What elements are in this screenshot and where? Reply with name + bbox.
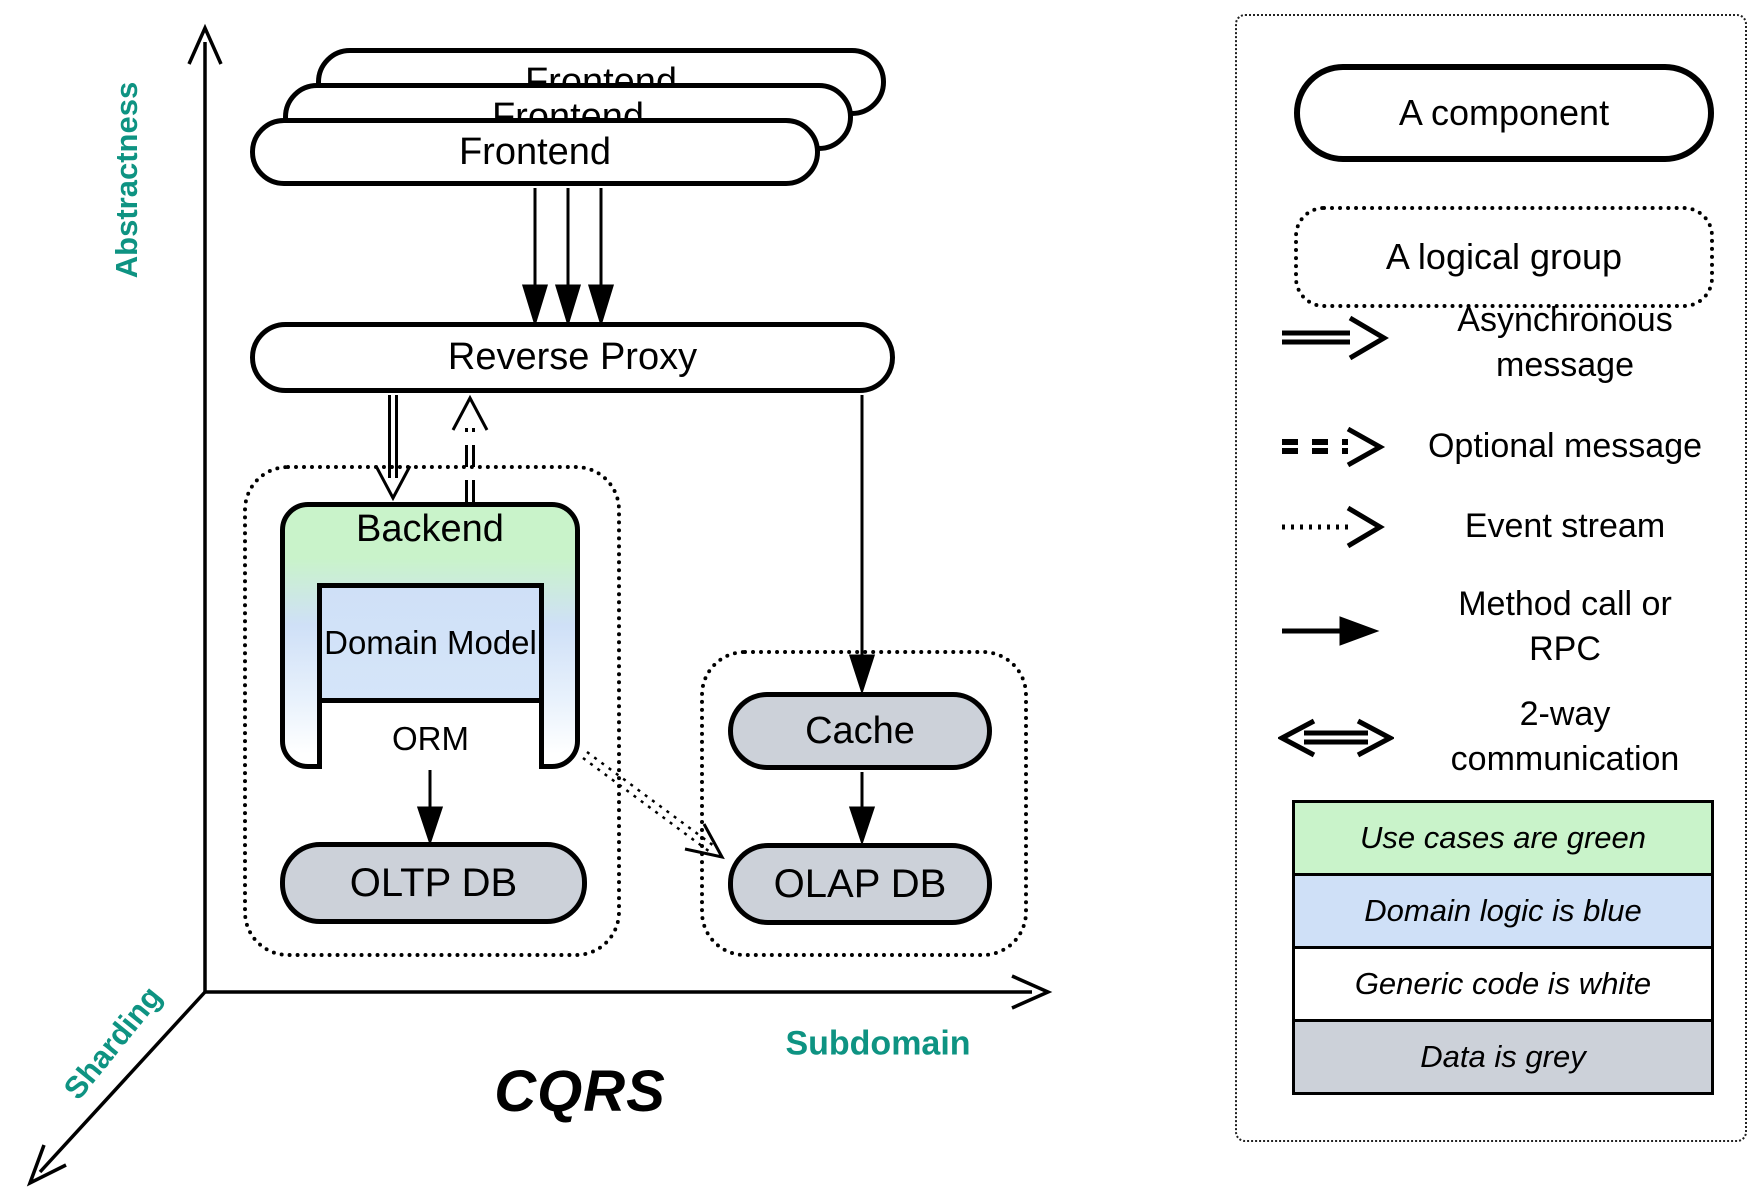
legend-component-label: A component [1398, 92, 1610, 133]
legend-two-way-label: 2-way communication [1450, 695, 1680, 778]
legend-async-label: Asynchronous message [1457, 301, 1673, 384]
proxy-to-cache-arrow [848, 395, 876, 695]
async-arrow-icon [1282, 315, 1389, 361]
backend-inner-box: Domain Model ORM [317, 583, 544, 774]
event-stream-arrow-icon [1282, 505, 1385, 549]
abstractness-axis-label: Abstractness [109, 81, 144, 279]
orm-label: ORM [392, 719, 469, 757]
legend-color-row-grey: Data is grey [1292, 1019, 1714, 1095]
olap-db-label: OLAP DB [773, 861, 947, 906]
orm-node: ORM [322, 698, 539, 774]
legend-color-row-white: Generic code is white [1292, 946, 1714, 1022]
backend-logical-group [243, 465, 621, 957]
olap-db-node: OLAP DB [728, 843, 992, 925]
legend-event-stream-label: Event stream [1464, 507, 1666, 545]
legend-logical-group-sample: A logical group [1294, 206, 1714, 308]
legend-method-call-label: Method call or RPC [1458, 585, 1672, 668]
sharding-axis-label: Sharding [56, 979, 169, 1106]
cache-label: Cache [805, 709, 915, 752]
legend-panel [1235, 14, 1747, 1142]
method-call-arrow-icon [1282, 616, 1380, 646]
legend-logical-group-label: A logical group [1385, 236, 1623, 277]
legend-color-row-green: Use cases are green [1292, 800, 1714, 876]
two-way-arrow-icon [1278, 718, 1394, 758]
subdomain-axis [205, 974, 1053, 1010]
cache-node: Cache [728, 692, 992, 770]
oltp-db-node: OLTP DB [280, 842, 587, 924]
domain-model-label: Domain Model [324, 623, 537, 661]
domain-model-node: Domain Model [322, 588, 539, 698]
legend-optional-label: Optional message [1427, 427, 1703, 465]
frontend-to-proxy-arrows [521, 188, 615, 328]
legend-component-sample: A component [1294, 64, 1714, 162]
reverse-proxy-label: Reverse Proxy [447, 336, 698, 378]
subdomain-axis-label: Subdomain [785, 1024, 971, 1063]
reverse-proxy-node: Reverse Proxy [250, 322, 895, 393]
diagram-title: CQRS [494, 1059, 666, 1124]
frontend-label: Frontend [458, 130, 612, 173]
legend-color-row-blue: Domain logic is blue [1292, 873, 1714, 949]
oltp-db-label: OLTP DB [349, 860, 518, 905]
frontend-node-front: Frontend [250, 118, 820, 186]
abstractness-axis [187, 23, 223, 992]
backend-label: Backend [356, 508, 504, 550]
optional-arrow-icon [1282, 426, 1386, 468]
